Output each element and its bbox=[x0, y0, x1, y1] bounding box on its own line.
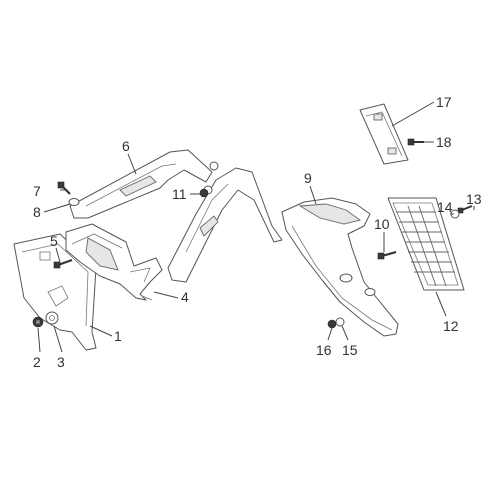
callout-4: 4 bbox=[181, 289, 189, 305]
grille-lines bbox=[396, 205, 455, 287]
callout-17: 17 bbox=[436, 94, 452, 110]
callout-9: 9 bbox=[304, 170, 312, 186]
callout-12: 12 bbox=[443, 318, 459, 334]
callout-5: 5 bbox=[50, 233, 58, 249]
part-17-reflector-cover bbox=[359, 103, 409, 165]
callout-1: 1 bbox=[114, 328, 122, 344]
callout-16: 16 bbox=[316, 342, 332, 358]
callout-18: 18 bbox=[436, 134, 452, 150]
callout-14: 14 bbox=[437, 199, 453, 215]
part-11-nut bbox=[199, 188, 209, 198]
part-16-nut bbox=[327, 319, 337, 329]
callout-2: 2 bbox=[33, 354, 41, 370]
part-4-light-housing bbox=[65, 223, 163, 301]
part-frame-center bbox=[167, 167, 283, 283]
part-6-upper-bracket bbox=[69, 149, 219, 219]
part-2-screw bbox=[32, 316, 44, 328]
callout-numbers: 1 2 3 4 5 6 7 8 9 10 11 12 13 14 15 16 1… bbox=[33, 94, 482, 370]
callout-6: 6 bbox=[122, 138, 130, 154]
callout-7: 7 bbox=[33, 183, 41, 199]
callout-3: 3 bbox=[57, 354, 65, 370]
part-18-screw bbox=[407, 138, 424, 146]
part-3-washer bbox=[45, 311, 59, 325]
part-13-screw bbox=[457, 205, 473, 214]
part-12-reflector-grille bbox=[387, 197, 465, 291]
part-8-washer bbox=[68, 198, 80, 206]
callout-8: 8 bbox=[33, 204, 41, 220]
callout-15: 15 bbox=[342, 342, 358, 358]
part-10-screw bbox=[377, 250, 397, 260]
callout-13: 13 bbox=[466, 191, 482, 207]
part-7-bolt bbox=[57, 181, 71, 195]
part-5-screw bbox=[53, 258, 73, 269]
part-1-plate-holder bbox=[13, 233, 97, 351]
leader-lines bbox=[37, 101, 475, 353]
part-15-washer bbox=[335, 317, 345, 327]
callout-11: 11 bbox=[172, 186, 187, 202]
part-9-rear-mudguard bbox=[281, 197, 399, 337]
callout-10: 10 bbox=[374, 216, 390, 232]
